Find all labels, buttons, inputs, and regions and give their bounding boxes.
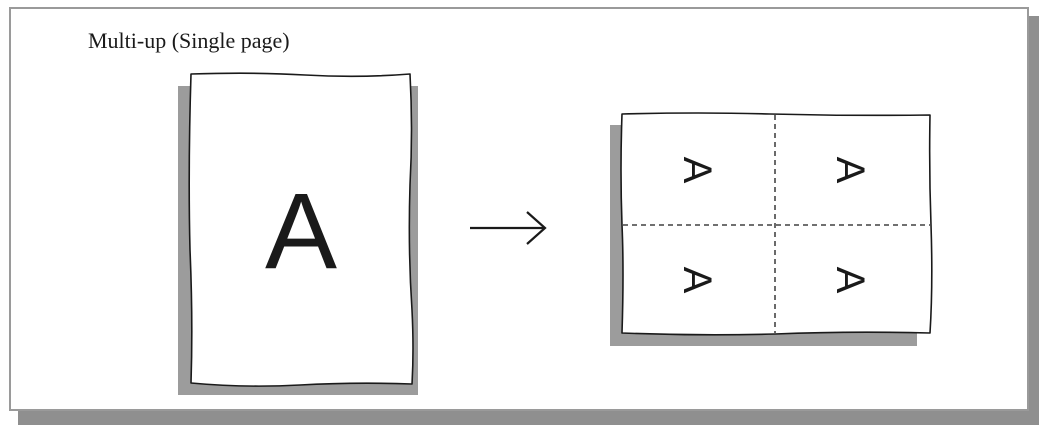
result-letter-4: A — [828, 267, 872, 294]
result-letter-3: A — [675, 267, 719, 294]
original-letter: A — [265, 170, 337, 291]
result-letter-1: A — [675, 157, 719, 184]
result-letter-2: A — [828, 157, 872, 184]
result-page-sheet — [620, 112, 933, 336]
arrow-right-icon — [470, 211, 547, 245]
original-page: A — [178, 72, 418, 395]
figure-title: Multi-up (Single page) — [88, 28, 290, 53]
result-page: A A A A — [610, 112, 933, 346]
original-page-sheet — [188, 72, 414, 387]
